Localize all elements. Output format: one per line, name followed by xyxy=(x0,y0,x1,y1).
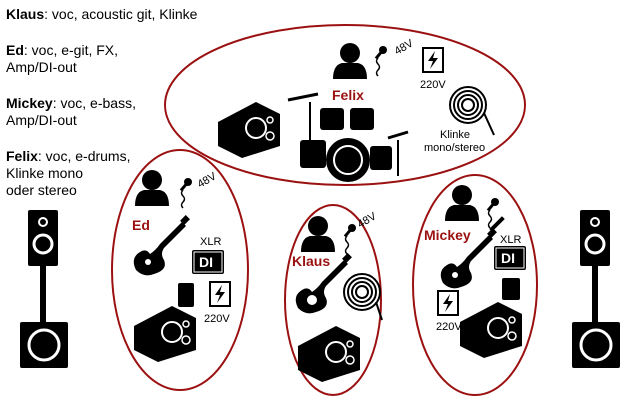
legend-klaus: Klaus: voc, acoustic git, Klinke xyxy=(6,6,197,23)
legend-desc-2: Amp/DI-out xyxy=(6,59,77,75)
felix-name: Felix xyxy=(332,87,364,103)
legend-felix: Felix: voc, e-drums, Klinke mono oder st… xyxy=(6,148,131,199)
mickey-area xyxy=(412,174,538,396)
felix-power-label: 220V xyxy=(420,79,446,91)
felix-cable-label: Klinke xyxy=(440,129,470,141)
legend-desc: : voc, e-git, FX, xyxy=(23,42,119,58)
klaus-mic-icon xyxy=(343,223,357,255)
legend-desc: : voc, e-bass, xyxy=(52,95,136,111)
drum-kit-icon xyxy=(287,92,409,182)
mickey-power-icon xyxy=(437,290,459,316)
mickey-monitor-icon xyxy=(459,301,523,359)
mickey-bass-icon xyxy=(440,216,505,289)
legend-desc: : voc, acoustic git, Klinke xyxy=(44,6,198,22)
felix-person-icon xyxy=(333,43,367,79)
legend-name: Mickey xyxy=(6,95,53,111)
ed-area xyxy=(111,149,249,391)
legend-desc-2: Klinke mono xyxy=(6,165,84,181)
mickey-di-label: XLR xyxy=(500,234,521,246)
felix-mic-icon xyxy=(374,45,388,77)
felix-monitor-icon xyxy=(217,101,281,159)
ed-di-label: XLR xyxy=(200,236,221,248)
klaus-guitar-icon xyxy=(295,253,352,314)
pa-speaker-right-icon xyxy=(572,210,620,368)
legend-name: Klaus xyxy=(6,6,45,22)
felix-cable-label-2: mono/stereo xyxy=(424,142,485,154)
ed-mic-icon xyxy=(179,177,193,209)
mickey-name: Mickey xyxy=(424,227,471,243)
klaus-cable-icon xyxy=(343,273,383,321)
ed-group: 48V Ed XLR DI 220V xyxy=(132,170,231,363)
ed-person-icon xyxy=(135,170,169,206)
klaus-name: Klaus xyxy=(292,253,330,269)
mickey-group: Mickey XLR DI 220V xyxy=(424,185,527,359)
klaus-area xyxy=(284,204,382,396)
felix-mic-label: 48V xyxy=(393,37,417,58)
ed-fx-pedal-icon xyxy=(178,283,194,307)
ed-power-icon xyxy=(209,281,231,307)
pa-speaker-left-icon xyxy=(20,210,68,368)
mickey-power-label: 220V xyxy=(436,321,462,333)
ed-power-label: 220V xyxy=(204,313,230,325)
mickey-person-icon xyxy=(445,185,479,221)
ed-monitor-icon xyxy=(133,305,197,363)
legend-name: Felix xyxy=(6,148,38,164)
klaus-mic-label: 48V xyxy=(356,210,380,231)
felix-area xyxy=(164,24,526,186)
mickey-di-text: DI xyxy=(501,250,515,266)
klaus-monitor-icon xyxy=(297,325,361,383)
legend-desc-3: oder stereo xyxy=(6,182,77,198)
ed-name: Ed xyxy=(132,217,150,233)
felix-cable-icon xyxy=(449,86,495,136)
mickey-bass-pedal-icon xyxy=(502,278,520,300)
legend-mickey: Mickey: voc, e-bass, Amp/DI-out xyxy=(6,95,136,129)
legend-desc: : voc, e-drums, xyxy=(37,148,131,164)
legend-ed: Ed: voc, e-git, FX, Amp/DI-out xyxy=(6,42,118,76)
felix-power-icon xyxy=(422,47,444,73)
legend-desc-2: Amp/DI-out xyxy=(6,112,77,128)
legend-name: Ed xyxy=(6,42,24,58)
felix-group: 48V Felix 220V Klinke mono/stereo xyxy=(217,37,495,182)
ed-di-text: DI xyxy=(199,254,213,270)
ed-mic-label: 48V xyxy=(196,170,220,191)
